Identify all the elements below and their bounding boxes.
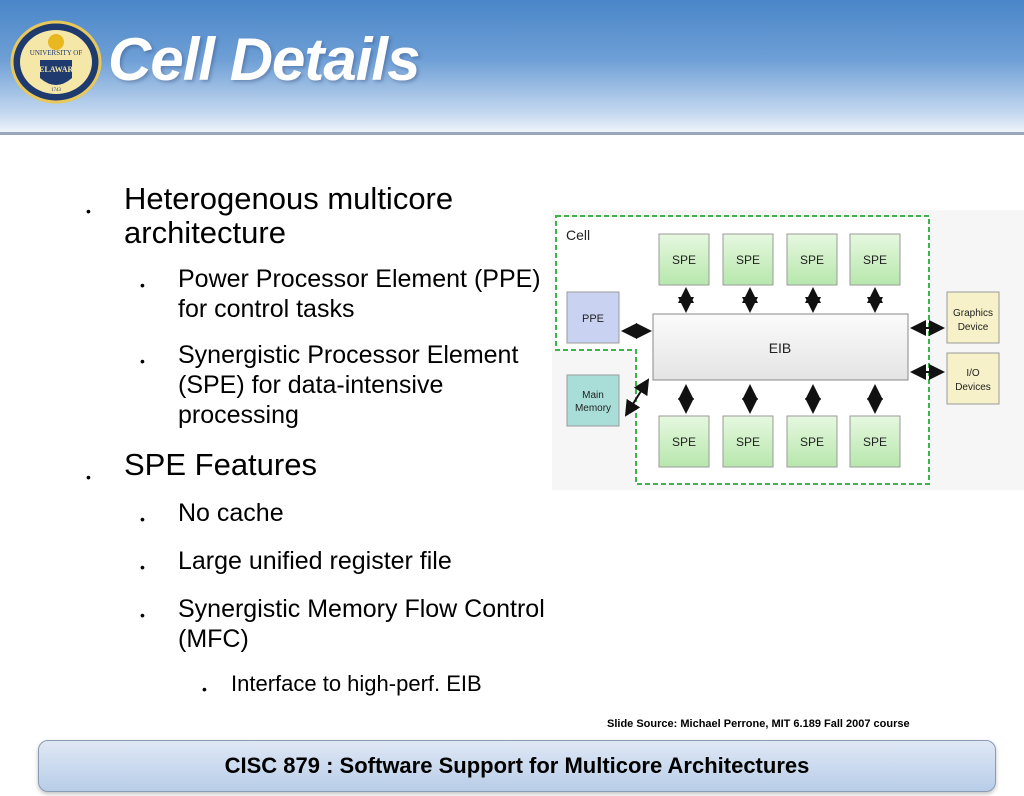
graphics-label-2: Device [958,322,989,333]
bullet-text: Interface to high-perf. EIB [231,671,482,696]
spe-label: SPE [863,253,887,267]
logo-text-main: DELAWARE [33,65,78,74]
spe-label: SPE [672,435,696,449]
sub-bullet-item: • Power Processor Element (PPE) for contr… [78,264,558,324]
bullet-marker: • [86,203,91,219]
bullet-marker: • [140,277,145,293]
io-label-2: Devices [955,382,991,393]
graphics-device-block [946,291,1000,344]
cell-label: Cell [566,227,590,243]
cell-architecture-diagram: Cell EIB SPE SPE SPE SPE SPE SPE SPE SPE… [552,210,1024,490]
main-memory-label-2: Memory [575,403,611,414]
bullet-item: • SPE Features [78,447,558,486]
eib-label: EIB [769,340,792,356]
sub-bullet-item: • No cache [78,498,558,528]
logo-text-top: UNIVERSITY OF [30,49,83,57]
bullet-text: No cache [178,499,284,527]
bullet-marker: • [140,607,145,623]
bullet-text: Heterogenous multicore architecture [124,181,454,250]
sub-bullet-item: • Synergistic Memory Flow Control (MFC) [78,594,558,654]
ppe-block [566,291,620,344]
spe-top-1 [658,233,710,286]
ppe-label: PPE [582,313,604,325]
university-seal-logo: UNIVERSITY OF DELAWARE 1743 [10,20,102,104]
main-memory-label-1: Main [582,390,604,401]
bullet-text: Large unified register file [178,547,452,575]
spe-bottom-2 [722,415,774,468]
graphics-label-1: Graphics [953,308,993,319]
bullet-text: Power Processor Element (PPE) for contro… [178,265,541,323]
footer-bar: CISC 879 : Software Support for Multicor… [38,740,996,792]
bullet-marker: • [86,469,91,485]
spe-label: SPE [736,435,760,449]
spe-top-2 [722,233,774,286]
sub-bullet-item: • Synergistic Processor Element (SPE) for… [78,340,558,430]
bullet-item: • Heterogenous multicore architecture [78,182,558,250]
slide-title: Cell Details [108,26,420,93]
slide-source-credit: Slide Source: Michael Perrone, MIT 6.189… [607,718,910,730]
bullet-marker: • [202,681,207,697]
spe-bottom-1 [658,415,710,468]
bullet-marker: • [140,559,145,575]
bullet-text: Synergistic Memory Flow Control (MFC) [178,595,545,653]
header-divider [0,132,1024,135]
sub-bullet-item: • Large unified register file [78,546,558,576]
eib-bus [652,313,909,381]
io-devices-block [946,352,1000,405]
sub-sub-bullet-item: • Interface to high-perf. EIB [78,670,558,698]
main-memory-block [566,374,620,427]
memory-eib-arrow [624,378,650,417]
spe-label: SPE [672,253,696,267]
io-label-1: I/O [966,368,980,379]
footer-course-title: CISC 879 : Software Support for Multicor… [224,753,810,778]
spe-label: SPE [800,435,824,449]
spe-bottom-4 [849,415,901,468]
spe-bottom-3 [786,415,838,468]
bullet-marker: • [140,353,145,369]
spe-top-3 [786,233,838,286]
header-band [0,0,1024,132]
spe-label: SPE [800,253,824,267]
spe-label: SPE [863,435,887,449]
bullet-text: SPE Features [124,447,317,482]
bullet-marker: • [140,511,145,527]
bullet-text: Synergistic Processor Element (SPE) for … [178,341,519,429]
logo-year: 1743 [51,88,62,93]
bullet-list: • Heterogenous multicore architecture • Po… [78,182,558,698]
spe-label: SPE [736,253,760,267]
spe-top-4 [849,233,901,286]
